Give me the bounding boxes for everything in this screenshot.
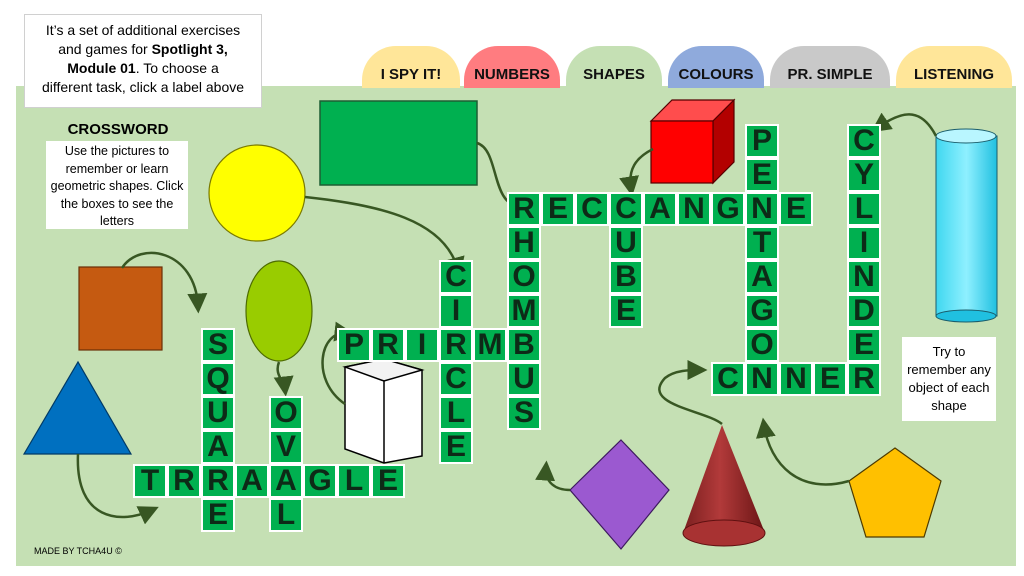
crossword-cell[interactable]: N <box>745 192 779 226</box>
tab-listening[interactable]: LISTENING <box>896 46 1012 88</box>
crossword-cell[interactable]: B <box>609 260 643 294</box>
tab-numbers[interactable]: NUMBERS <box>464 46 560 88</box>
info-text: . To choose a <box>135 60 219 76</box>
circle-shape <box>208 144 306 242</box>
crossword-cell[interactable]: U <box>201 396 235 430</box>
tab-i-spy-it[interactable]: I SPY IT! <box>362 46 460 88</box>
crossword-cell[interactable]: L <box>269 498 303 532</box>
crossword-cell[interactable]: N <box>779 362 813 396</box>
crossword-cell[interactable]: C <box>847 124 881 158</box>
pentagon-shape <box>848 447 942 538</box>
credit-text: MADE BY TCHA4U © <box>34 546 122 556</box>
crossword-cell[interactable]: C <box>575 192 609 226</box>
crossword-cell[interactable]: O <box>507 260 541 294</box>
crossword-cell[interactable]: C <box>711 362 745 396</box>
crossword-cell[interactable]: L <box>337 464 371 498</box>
crossword-cell[interactable]: I <box>439 294 473 328</box>
crossword-cell[interactable]: I <box>847 226 881 260</box>
crossword-cell[interactable]: V <box>269 430 303 464</box>
crossword-cell[interactable]: P <box>337 328 371 362</box>
info-text: different task, click a label above <box>41 79 245 95</box>
rhombus-shape <box>569 439 670 550</box>
crossword-cell[interactable]: E <box>541 192 575 226</box>
crossword-cell[interactable]: E <box>371 464 405 498</box>
crossword-cell[interactable]: D <box>847 294 881 328</box>
crossword-cell[interactable]: O <box>269 396 303 430</box>
crossword-cell[interactable]: E <box>813 362 847 396</box>
crossword-cell[interactable]: R <box>847 362 881 396</box>
crossword-cell[interactable]: G <box>745 294 779 328</box>
crossword-cell[interactable]: A <box>201 430 235 464</box>
crossword-cell[interactable]: A <box>745 260 779 294</box>
crossword-cell[interactable]: S <box>507 396 541 430</box>
crossword-cell[interactable]: B <box>507 328 541 362</box>
crossword-cell[interactable]: E <box>439 430 473 464</box>
crossword-cell[interactable]: T <box>745 226 779 260</box>
crossword-cell[interactable]: R <box>439 328 473 362</box>
crossword-title: CROSSWORD <box>67 121 169 138</box>
tab-shapes[interactable]: SHAPES <box>566 46 662 88</box>
info-box: It’s a set of additional exercises and g… <box>24 14 262 108</box>
crossword-cell[interactable]: N <box>847 260 881 294</box>
crossword-cell[interactable]: E <box>201 498 235 532</box>
crossword-cell[interactable]: M <box>473 328 507 362</box>
crossword-cell[interactable]: I <box>405 328 439 362</box>
tab-colours[interactable]: COLOURS <box>668 46 764 88</box>
crossword-cell[interactable]: Q <box>201 362 235 396</box>
crossword-cell[interactable]: E <box>609 294 643 328</box>
crossword-cell[interactable]: Y <box>847 158 881 192</box>
prism-shape <box>342 358 425 464</box>
crossword-cell[interactable]: N <box>677 192 711 226</box>
crossword-cell[interactable]: A <box>235 464 269 498</box>
crossword-cell[interactable]: R <box>371 328 405 362</box>
crossword-cell[interactable]: G <box>711 192 745 226</box>
crossword-cell[interactable]: P <box>745 124 779 158</box>
crossword-cell[interactable]: O <box>745 328 779 362</box>
info-text-bold: Spotlight 3, <box>151 41 228 57</box>
crossword-cell[interactable]: H <box>507 226 541 260</box>
crossword-cell[interactable]: E <box>779 192 813 226</box>
crossword-cell[interactable]: C <box>439 260 473 294</box>
crossword-cell[interactable]: U <box>507 362 541 396</box>
crossword-cell[interactable]: E <box>745 158 779 192</box>
cylinder-shape <box>935 128 998 323</box>
crossword-cell[interactable]: T <box>133 464 167 498</box>
rectangle-shape <box>319 100 478 186</box>
crossword-cell[interactable]: N <box>745 362 779 396</box>
square-shape <box>78 266 163 351</box>
cube-shape <box>649 98 736 185</box>
crossword-instructions: Use the pictures to remember or learn ge… <box>46 141 188 229</box>
oval-shape <box>245 260 313 362</box>
triangle-shape <box>22 360 133 455</box>
crossword-cell[interactable]: C <box>609 192 643 226</box>
info-text: and games for <box>58 41 152 57</box>
crossword-cell[interactable]: L <box>847 192 881 226</box>
info-text: It’s a set of additional exercises <box>45 22 241 38</box>
crossword-cell[interactable]: R <box>201 464 235 498</box>
crossword-cell[interactable]: R <box>167 464 201 498</box>
hint-arrows <box>76 112 938 525</box>
tab-pr-simple[interactable]: PR. SIMPLE <box>770 46 890 88</box>
crossword-cell[interactable]: E <box>847 328 881 362</box>
crossword-cell[interactable]: A <box>643 192 677 226</box>
crossword-cell[interactable]: L <box>439 396 473 430</box>
cone-shape <box>682 425 766 547</box>
tip-note: Try to remember any object of each shape <box>902 337 996 421</box>
crossword-cell[interactable]: M <box>507 294 541 328</box>
crossword-cell[interactable]: A <box>269 464 303 498</box>
crossword-cell[interactable]: R <box>507 192 541 226</box>
crossword-cell[interactable]: U <box>609 226 643 260</box>
crossword-cell[interactable]: C <box>439 362 473 396</box>
crossword-cell[interactable]: G <box>303 464 337 498</box>
crossword-cell[interactable]: S <box>201 328 235 362</box>
info-text-bold: Module 01 <box>67 60 136 76</box>
